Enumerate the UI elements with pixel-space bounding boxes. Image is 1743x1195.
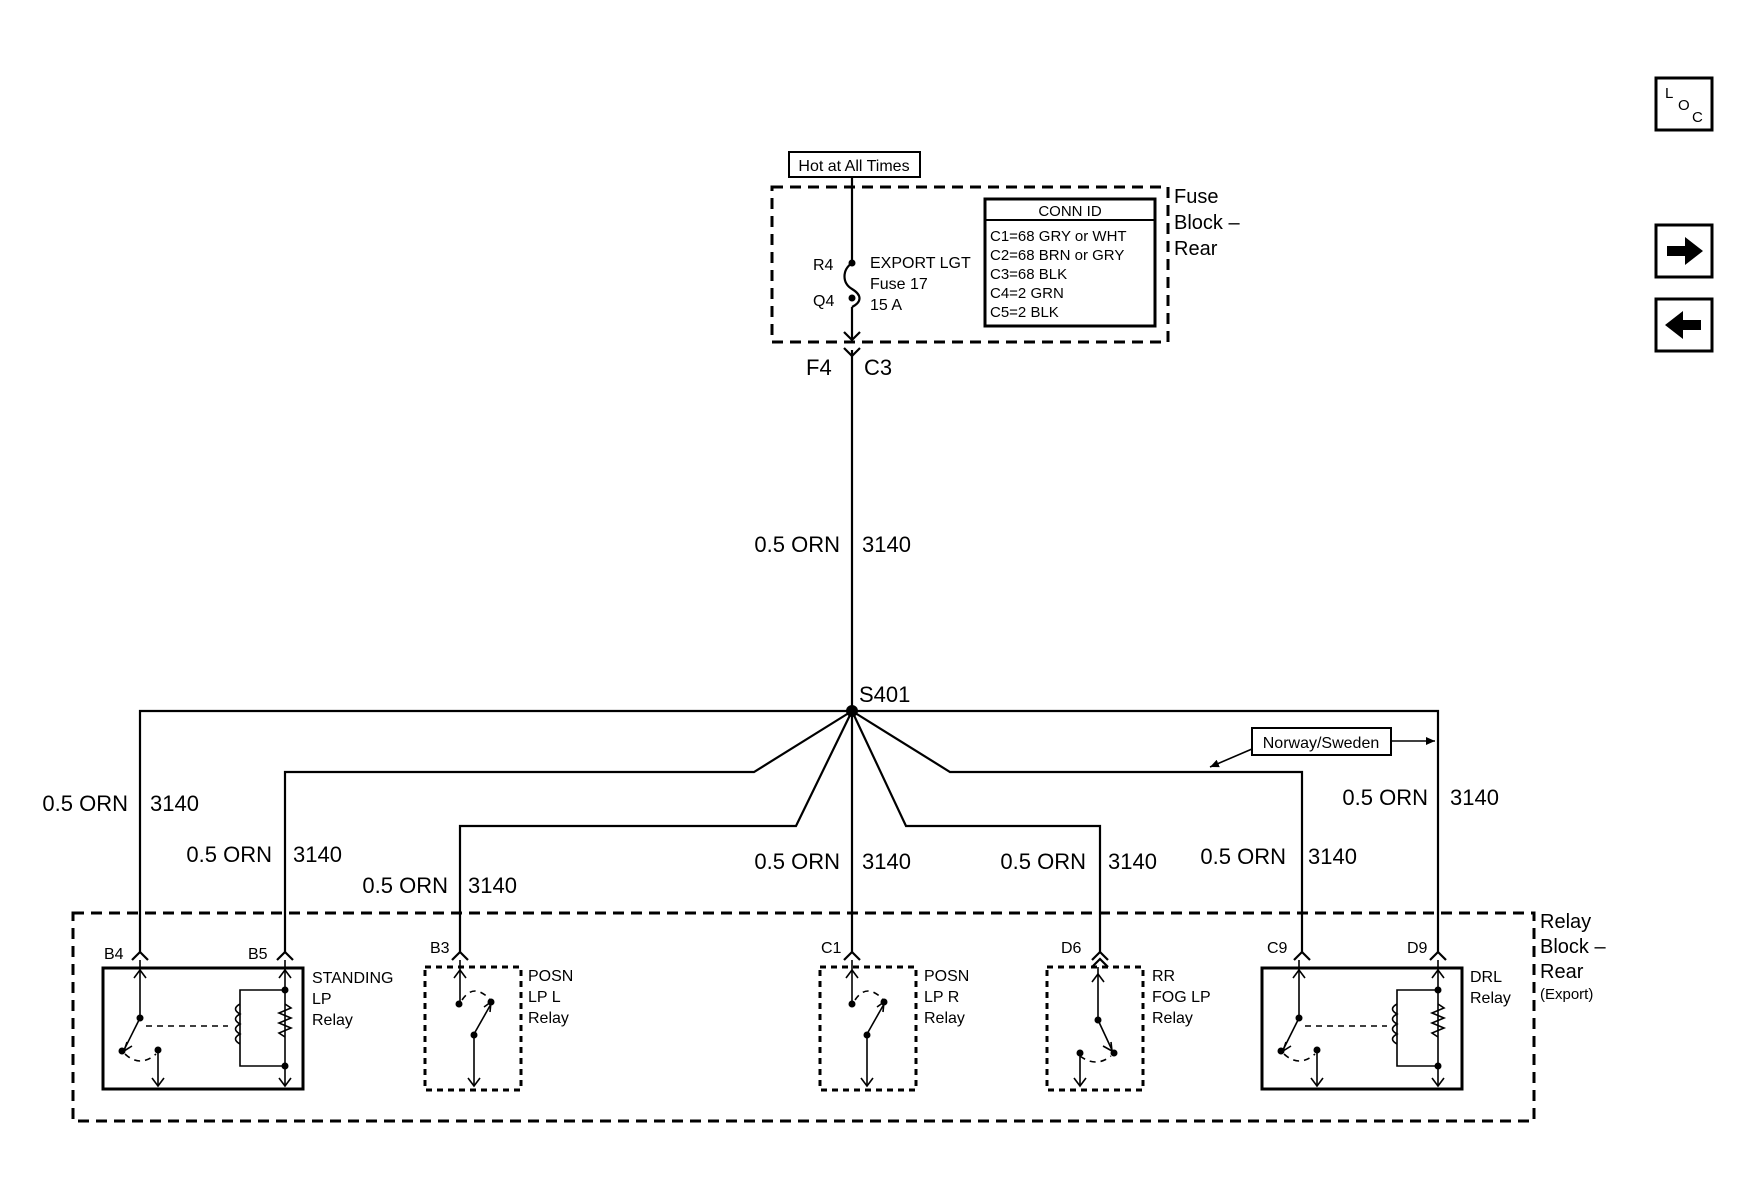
left-arrow-icon xyxy=(1665,311,1701,339)
fuse-block-label: Fuse xyxy=(1174,186,1218,208)
branch-wire-d6 xyxy=(851,710,1102,952)
relay-label: STANDING xyxy=(312,970,393,987)
pin-c9: C9 xyxy=(1267,940,1288,957)
branch-size-color: 0.5 ORN xyxy=(1342,785,1428,810)
relay-label: LP R xyxy=(924,989,959,1006)
branch-circuit: 3140 xyxy=(862,849,911,874)
fuse-block-label-3: Rear xyxy=(1174,238,1218,260)
pin-q4: Q4 xyxy=(813,293,834,310)
branch-circuit: 3140 xyxy=(468,873,517,898)
pin-b3: B3 xyxy=(430,940,450,957)
fuse-rating: 15 A xyxy=(870,297,902,314)
branch-wire-b4 xyxy=(138,709,852,952)
standing-lp-relay xyxy=(101,960,305,1091)
relay-block-label: Relay xyxy=(1540,911,1591,933)
relay-block-label-2: Block – xyxy=(1540,936,1606,958)
conn-id-table: CONN ID C1=68 GRY or WHT C2=68 BRN or GR… xyxy=(983,197,1157,328)
relay-label: POSN xyxy=(924,968,969,985)
resistor-icon xyxy=(276,1003,294,1038)
next-button[interactable] xyxy=(1654,223,1714,279)
posn-lp-l-relay xyxy=(423,960,523,1092)
main-wire-circuit: 3140 xyxy=(862,532,911,557)
loc-button[interactable]: L O C xyxy=(1654,76,1716,134)
branch-circuit: 3140 xyxy=(1108,849,1157,874)
hot-at-all-times-label: Hot at All Times xyxy=(788,151,921,178)
branch-size-color: 0.5 ORN xyxy=(754,849,840,874)
pin-d9: D9 xyxy=(1407,940,1428,957)
conn-row: C5=2 BLK xyxy=(990,304,1059,321)
pin-b4: B4 xyxy=(104,946,124,963)
branch-size-color: 0.5 ORN xyxy=(1200,844,1286,869)
main-wire-size-color: 0.5 ORN xyxy=(754,532,840,557)
fuse-name: EXPORT LGT xyxy=(870,255,971,272)
loc-letter-o: O xyxy=(1678,97,1690,114)
relay-label: Relay xyxy=(1152,1010,1193,1027)
fuse-17-symbol xyxy=(843,262,861,308)
resistor-icon xyxy=(1429,1003,1447,1038)
branch-circuit: 3140 xyxy=(293,842,342,867)
relay-label: LP L xyxy=(528,989,561,1006)
branch-size-color: 0.5 ORN xyxy=(42,791,128,816)
conn-row: C3=68 BLK xyxy=(990,266,1067,283)
fuse-block-outline xyxy=(770,185,1170,344)
pin-r4: R4 xyxy=(813,257,834,274)
loc-letter-c: C xyxy=(1692,109,1703,126)
branch-wire-b5 xyxy=(283,710,853,952)
splice-label: S401 xyxy=(859,682,910,707)
branch-size-color: 0.5 ORN xyxy=(1000,849,1086,874)
branch-size-color: 0.5 ORN xyxy=(186,842,272,867)
branch-wire-c9 xyxy=(851,710,1304,952)
relay-label: Relay xyxy=(924,1010,965,1027)
relay-block-outline xyxy=(71,911,1536,1123)
pin-d6: D6 xyxy=(1061,940,1082,957)
relay-block-label-4: (Export) xyxy=(1540,986,1593,1003)
loc-letter-l: L xyxy=(1665,85,1673,102)
pin-c1: C1 xyxy=(821,940,842,957)
relay-label: Relay xyxy=(1470,990,1511,1007)
drl-relay xyxy=(1260,960,1464,1091)
fuse-block-label-2: Block – xyxy=(1174,212,1240,234)
back-button[interactable] xyxy=(1654,297,1714,353)
coil-icon xyxy=(1391,1003,1399,1045)
relay-label: Relay xyxy=(312,1012,353,1029)
pin-connectors xyxy=(131,950,1447,968)
conn-row: C2=68 BRN or GRY xyxy=(990,247,1124,264)
conn-row: C1=68 GRY or WHT xyxy=(990,228,1127,245)
pin-f4: F4 xyxy=(806,355,832,380)
branch-wire-d9 xyxy=(852,709,1440,952)
pin-c3: C3 xyxy=(864,355,892,380)
norway-sweden-option: Norway/Sweden xyxy=(1209,727,1435,768)
fuse-number: Fuse 17 xyxy=(870,276,928,293)
rr-fog-lp-relay xyxy=(1045,965,1145,1092)
branch-circuit: 3140 xyxy=(1450,785,1499,810)
relay-block-label-3: Rear xyxy=(1540,961,1584,983)
svg-text:Norway/Sweden: Norway/Sweden xyxy=(1263,735,1380,752)
svg-text:Hot at All Times: Hot at All Times xyxy=(798,158,909,175)
branch-circuit: 3140 xyxy=(1308,844,1357,869)
relay-label: DRL xyxy=(1470,969,1502,986)
branch-circuit: 3140 xyxy=(150,791,199,816)
coil-icon xyxy=(234,1003,242,1045)
posn-lp-r-relay xyxy=(818,960,918,1092)
right-arrow-icon xyxy=(1667,237,1703,265)
relay-label: FOG LP xyxy=(1152,989,1211,1006)
relay-label: Relay xyxy=(528,1010,569,1027)
branch-size-color: 0.5 ORN xyxy=(362,873,448,898)
relay-label: LP xyxy=(312,991,332,1008)
conn-id-title: CONN ID xyxy=(1038,203,1102,220)
relay-label: RR xyxy=(1152,968,1175,985)
pin-b5: B5 xyxy=(248,946,268,963)
relay-label: POSN xyxy=(528,968,573,985)
branch-wire-b3 xyxy=(458,710,853,952)
conn-row: C4=2 GRN xyxy=(990,285,1064,302)
